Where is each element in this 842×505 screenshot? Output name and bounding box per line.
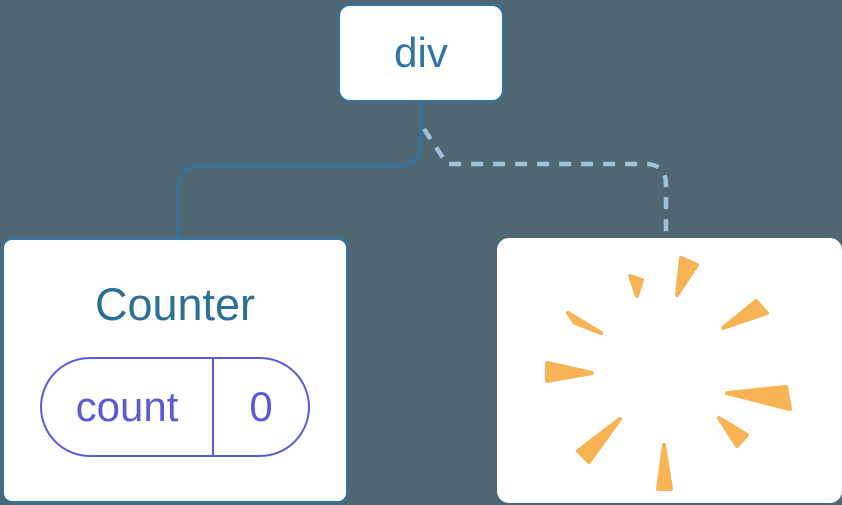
state-key-label: count — [75, 383, 179, 430]
state-value-label: 0 — [249, 383, 273, 430]
connector-solid-line — [176, 101, 423, 240]
state-value-cell: 0 — [214, 359, 308, 455]
state-pill: count 0 — [40, 357, 310, 457]
tree-node-counter: Counter count 0 — [2, 238, 348, 503]
tree-node-removed — [497, 238, 842, 503]
counter-title: Counter — [94, 279, 256, 330]
poof-rays — [545, 256, 792, 491]
connector-dashed-line — [422, 127, 669, 240]
poof-icon — [545, 256, 792, 491]
tree-node-div-label: div — [394, 29, 448, 76]
tree-node-div: div — [338, 4, 504, 102]
state-key-cell: count — [42, 359, 214, 455]
